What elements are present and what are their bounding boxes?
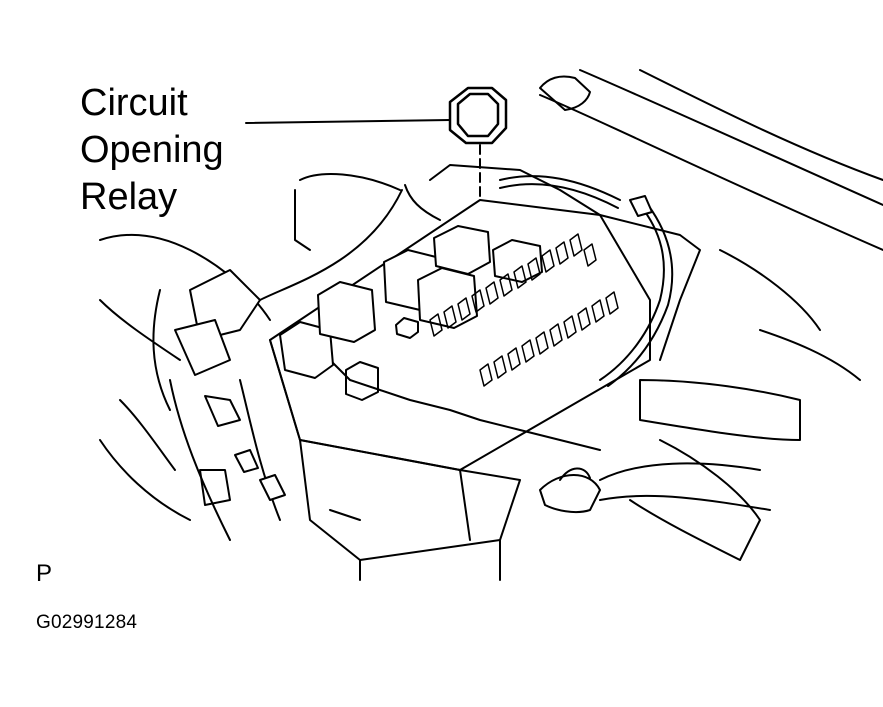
callout-line-3: Relay (80, 176, 178, 218)
callout-leader-line (245, 119, 451, 124)
relay-block-housing (269, 164, 701, 561)
wiring-harness (259, 173, 674, 387)
figure-id: G02991284 (36, 612, 138, 633)
circuit-opening-relay-icon (448, 86, 508, 145)
view-marker: P (36, 560, 53, 587)
callout-line-1: Circuit (80, 82, 188, 124)
relays-on-block (279, 225, 543, 401)
body-panel-lines (539, 69, 883, 381)
fuse-rows (429, 233, 619, 387)
relay-callout-label: Circuit Opening Relay (80, 80, 224, 221)
lower-components (329, 379, 801, 581)
left-harness-connectors (99, 233, 286, 541)
callout-line-2: Opening (80, 129, 224, 171)
